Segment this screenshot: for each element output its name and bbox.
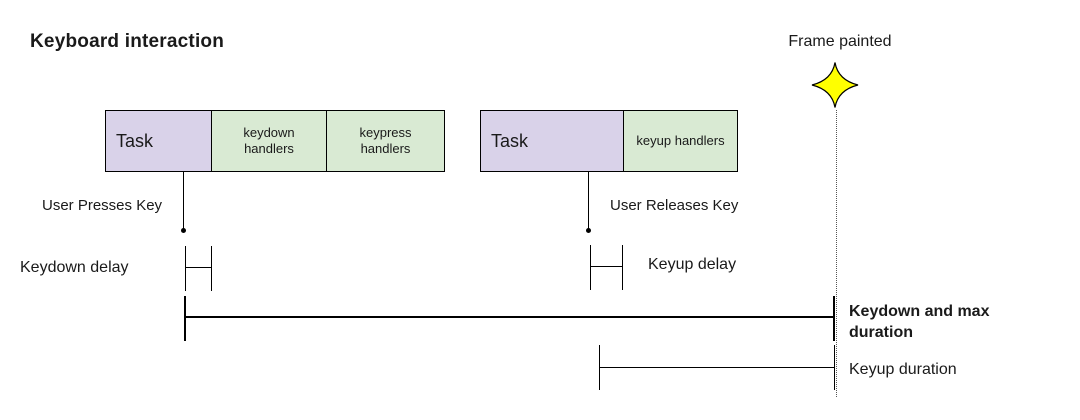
- keyup-delay-marker: [590, 245, 623, 291]
- keyup-delay-label: Keyup delay: [648, 256, 737, 273]
- frame-painted-guideline: [836, 110, 837, 397]
- keyup-duration-label: Keyup duration: [849, 361, 957, 378]
- keydown-max-duration-label: Keydown and max duration: [849, 303, 990, 341]
- keydown-max-duration-line: [184, 296, 835, 341]
- keydown-delay-marker: [185, 246, 212, 291]
- task-segment: Task: [105, 110, 212, 172]
- keypress-handlers-segment: keypress handlers: [326, 110, 445, 172]
- keydown-delay-label: Keydown delay: [20, 259, 129, 276]
- keyup-duration-line: [599, 345, 835, 390]
- keyup-handlers-segment: keyup handlers: [623, 110, 738, 172]
- user-presses-key-label: User Presses Key: [42, 197, 163, 214]
- arrowhead-dot: [181, 228, 186, 233]
- keyup-task-bar: Task keyup handlers: [480, 110, 738, 172]
- task-segment: Task: [480, 110, 624, 172]
- sparkle-star-icon: [810, 61, 860, 109]
- keydown-handlers-segment: keydown handlers: [211, 110, 327, 172]
- page-title: Keyboard interaction: [30, 31, 225, 52]
- user-presses-key-arrow: [183, 172, 184, 229]
- keydown-task-bar: Task keydown handlers keypress handlers: [105, 110, 445, 172]
- arrowhead-dot: [586, 228, 591, 233]
- user-releases-key-arrow: [588, 172, 589, 229]
- user-releases-key-label: User Releases Key: [610, 197, 739, 214]
- frame-painted-label: Frame painted: [788, 33, 892, 50]
